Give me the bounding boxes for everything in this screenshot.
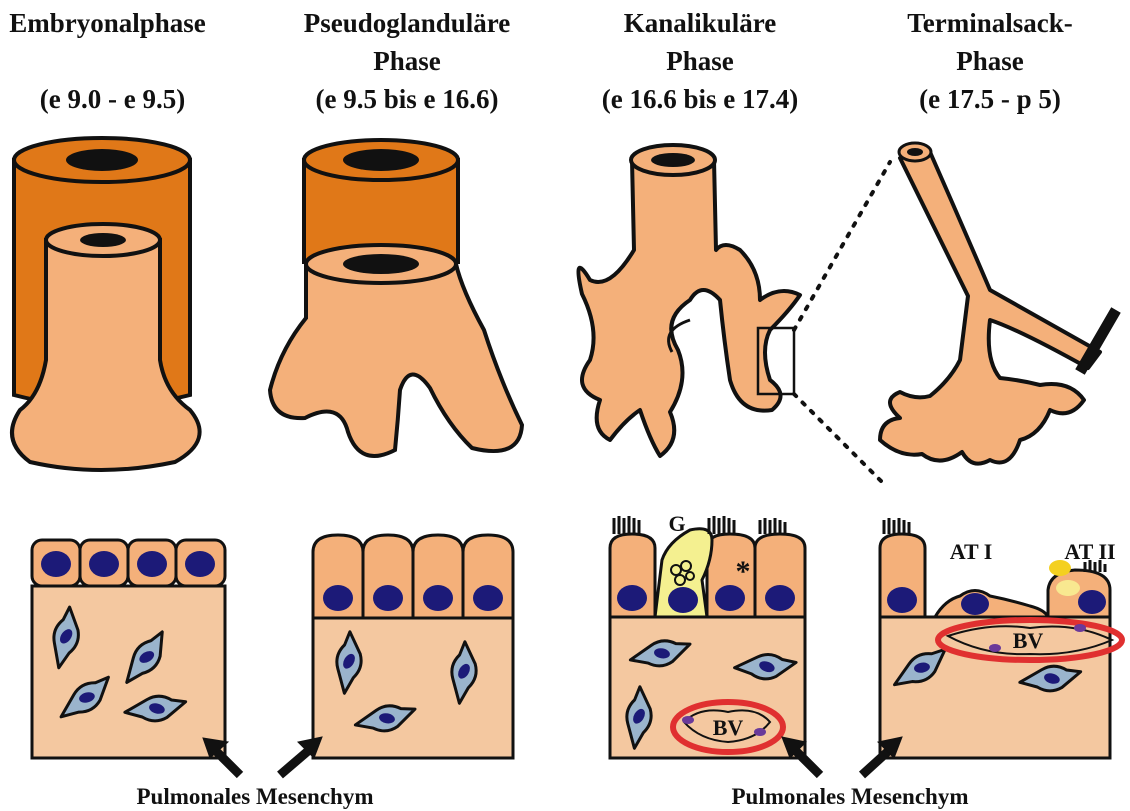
- phase-2-title-line2: Phase: [282, 46, 532, 77]
- blood-vessel-label-terminal: BV: [1006, 629, 1050, 653]
- terminal-sac-phase-illustration: [880, 143, 1116, 464]
- at1-label: AT I: [936, 540, 1006, 564]
- phase-2-range: (e 9.5 bis e 16.6): [282, 84, 532, 115]
- phase-1-title: Embryonalphase: [5, 8, 210, 39]
- tissue-panel-pseudoglandular: [313, 535, 513, 758]
- phase-1-range: (e 9.0 - e 9.5): [10, 84, 215, 115]
- epithelial-layer: [610, 516, 805, 617]
- phase-4-range: (e 17.5 - p 5): [880, 84, 1100, 115]
- epithelial-layer: [313, 535, 513, 618]
- goblet-cell-label: G: [662, 512, 692, 536]
- at1-cell: [935, 591, 1048, 618]
- mesenchyme-caption-left: Pulmonales Mesenchym: [105, 784, 405, 810]
- phase-2-title-line1: Pseudoglanduläre: [282, 8, 532, 39]
- canalicular-phase-illustration: [578, 145, 800, 456]
- pseudoglandular-phase-illustration: [270, 140, 522, 456]
- phase-4-title-line2: Phase: [880, 46, 1100, 77]
- mesenchyme-caption-right: Pulmonales Mesenchym: [700, 784, 1000, 810]
- mesenchyme-arrows: [203, 737, 902, 775]
- phase-3-title-line2: Phase: [570, 46, 830, 77]
- at2-label: AT II: [1050, 540, 1130, 564]
- phase-3-title-line1: Kanalikuläre: [570, 8, 830, 39]
- zoom-connector-lines: [794, 162, 890, 482]
- embryonic-phase-illustration: [12, 138, 200, 470]
- star-marker: *: [728, 560, 758, 584]
- phase-3-range: (e 16.6 bis e 17.4): [570, 84, 830, 115]
- epithelial-layer: [32, 540, 225, 586]
- phase-4-title-line1: Terminalsack-: [880, 8, 1100, 39]
- tissue-panel-embryonic: [32, 540, 225, 758]
- blood-vessel-label-canalicular: BV: [706, 716, 750, 740]
- epithelial-layer: [880, 518, 1110, 617]
